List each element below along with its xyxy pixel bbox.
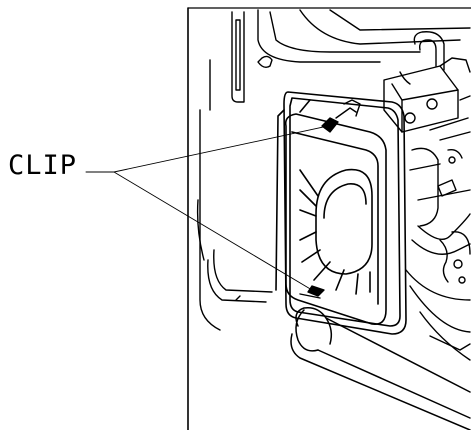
leader-line-lower bbox=[113, 171, 313, 291]
filter-cover bbox=[284, 113, 387, 326]
engine-parts bbox=[405, 95, 471, 361]
lifting-bracket bbox=[383, 31, 471, 133]
clip-upper bbox=[321, 99, 361, 133]
callout-leaders bbox=[85, 125, 329, 291]
filter-housing bbox=[275, 91, 407, 335]
lower-frame-rail bbox=[196, 199, 273, 303]
upper-frame bbox=[199, 9, 471, 331]
frame-tube bbox=[290, 306, 471, 431]
leader-line-upper bbox=[113, 125, 329, 173]
clip-lower bbox=[299, 285, 325, 299]
callout-label-clip: CLIP bbox=[8, 150, 78, 181]
